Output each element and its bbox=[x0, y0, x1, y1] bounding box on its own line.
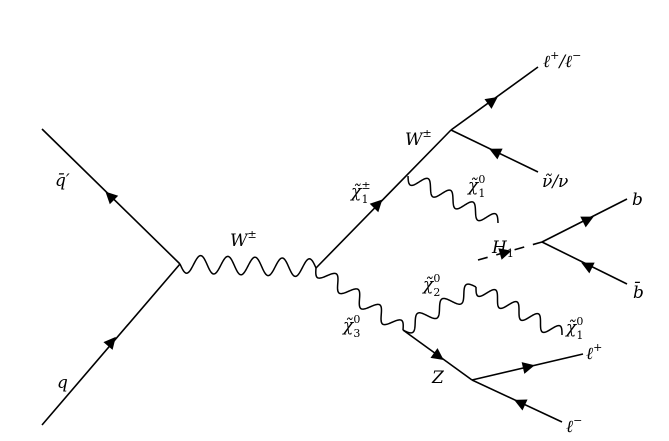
chargino-line bbox=[315, 129, 452, 269]
label-w-decay: W± bbox=[405, 127, 432, 150]
chargino-arrow bbox=[369, 199, 383, 213]
quark-qbar-arrow bbox=[105, 191, 119, 205]
higgs-arrow bbox=[498, 248, 512, 260]
label-lepton-minus: ℓ− bbox=[566, 414, 582, 437]
neutralino1-bottom-propagator bbox=[475, 287, 563, 335]
label-w-boson: W± bbox=[230, 228, 257, 251]
neutralino2-propagator bbox=[402, 283, 477, 334]
label-z-boson: Z bbox=[431, 368, 445, 388]
label-lepton-top: ℓ+/ℓ− bbox=[543, 49, 581, 72]
label-qbar-prime: q̄′ bbox=[55, 171, 70, 191]
lepton-plus-arrow bbox=[521, 362, 535, 374]
bbar-quark-arrow bbox=[581, 262, 595, 274]
neutrino-arrow bbox=[489, 148, 503, 160]
label-bbar-quark: b̄ bbox=[633, 280, 644, 303]
label-q: q bbox=[57, 373, 68, 393]
label-b-quark: b bbox=[632, 190, 643, 210]
lepton-minus-arrow bbox=[514, 399, 528, 411]
w-boson-propagator bbox=[179, 254, 317, 278]
neutralino3-propagator bbox=[315, 267, 404, 331]
quark-q-arrow bbox=[103, 336, 116, 350]
neutralino1-top-propagator bbox=[407, 175, 499, 224]
label-lepton-plus: ℓ+ bbox=[586, 341, 602, 364]
b-quark-arrow bbox=[580, 216, 594, 228]
z-boson-arrow bbox=[430, 348, 444, 361]
label-chargino: χ̃±1 bbox=[350, 179, 371, 206]
label-neutrino: ν̃/ν bbox=[542, 172, 568, 192]
label-higgs: H1 bbox=[491, 238, 514, 260]
lepton-arrow-top bbox=[484, 96, 498, 109]
